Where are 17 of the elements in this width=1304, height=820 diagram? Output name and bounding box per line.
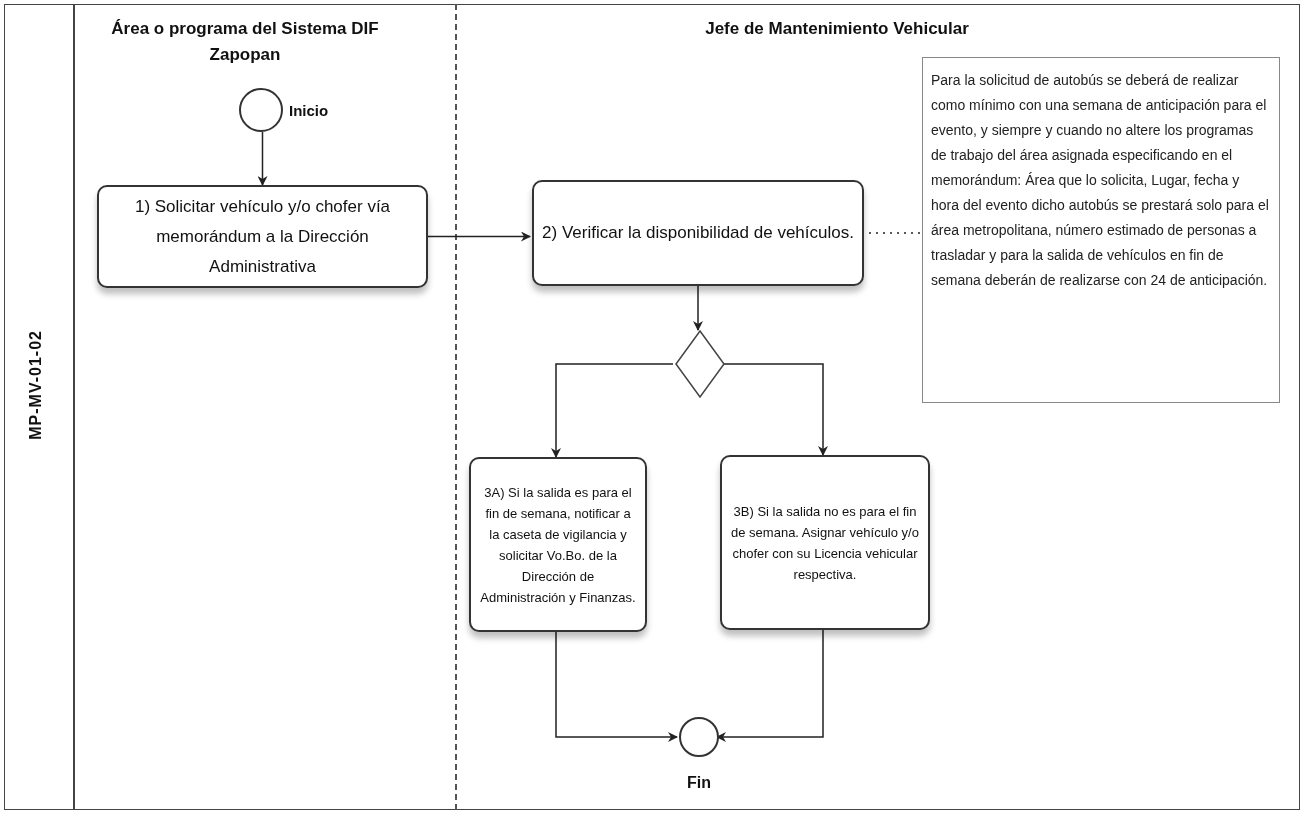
document-code: MP-MV-01-02 [26, 330, 45, 440]
lane-heading: Área o programa del Sistema DIF Zapopan [110, 18, 380, 66]
lane-heading: Jefe de Mantenimiento Vehicular [704, 18, 970, 40]
arrow [693, 285, 703, 331]
process-box: 3B) Si la salida no es para el fin de semana. Asignar vehículo y/o chofer con su Licencia vehicular respectiva. [720, 455, 930, 630]
process-box: 2) Verificar la disponibilidad de vehículos. [532, 180, 864, 286]
note-box: Para la solicitud de autobús se deberá de realizar como mínimo con una semana de anticipación para el evento, y siempre y cuando no altere los programas de trabajo del área asignada especificando en el memorándum: Área que lo solicita, Lugar, fecha y hora del evento dicho autobús se prestará solo para el área metropolitana, número estimado de personas a trasladar y para la salida de vehículos en fin de semana deberán de realizarse con 24 de anticipación. [922, 57, 1280, 403]
arrow [722, 363, 828, 456]
process-box: 3A) Si la salida es para el fin de semana, notificar a la caseta de vigilancia y solicitar Vo.Bo. de la Dirección de Administración y Finanzas. [469, 457, 647, 632]
arrow [551, 363, 674, 458]
arrow [555, 631, 678, 742]
node-caption: Fin [687, 773, 711, 793]
arrow [427, 231, 531, 242]
decision-diamond [675, 330, 725, 398]
process-box: 1) Solicitar vehículo y/o chofer vía memorándum a la Dirección Administrativa [97, 185, 428, 288]
node-caption: Inicio [289, 101, 329, 121]
arrow [257, 131, 268, 186]
